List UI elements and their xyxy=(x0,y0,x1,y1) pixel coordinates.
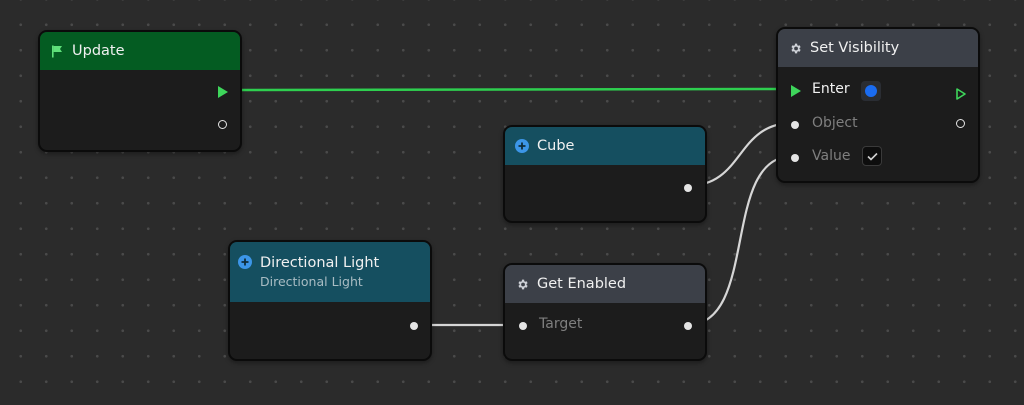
get-enabled-node[interactable]: Get Enabled Target xyxy=(503,263,707,361)
enter-color-swatch[interactable] xyxy=(861,81,881,101)
enter-flow-in-port[interactable] xyxy=(791,85,801,97)
set-visibility-data-out-port[interactable] xyxy=(956,119,965,128)
value-checkbox[interactable] xyxy=(862,146,882,166)
plus-circle-icon xyxy=(238,255,252,269)
set-visibility-flow-out-port[interactable] xyxy=(956,85,966,100)
update-node-title: Update xyxy=(72,43,125,59)
plus-circle-icon xyxy=(515,139,529,153)
target-input-label: Target xyxy=(539,316,583,332)
target-input-port[interactable] xyxy=(519,322,527,330)
directional-light-node-subtitle: Directional Light xyxy=(260,274,363,289)
update-node[interactable]: Update xyxy=(38,30,242,152)
directional-light-node[interactable]: Directional Light Directional Light xyxy=(228,240,432,361)
cube-node-header[interactable]: Cube xyxy=(505,127,705,165)
cube-node[interactable]: Cube xyxy=(503,125,707,223)
set-visibility-node[interactable]: Set Visibility Enter Object Value xyxy=(776,27,980,183)
update-data-out-port[interactable] xyxy=(218,120,227,129)
flow-wire-update-to-enter[interactable] xyxy=(236,87,791,92)
value-input-label: Value xyxy=(812,148,851,164)
directional-light-node-title: Directional Light xyxy=(260,255,380,271)
update-flow-out-port[interactable] xyxy=(218,86,228,98)
get-enabled-node-header[interactable]: Get Enabled xyxy=(505,265,705,303)
cube-node-title: Cube xyxy=(537,138,575,154)
update-node-header[interactable]: Update xyxy=(40,32,240,70)
set-visibility-node-title: Set Visibility xyxy=(810,40,900,56)
flag-icon xyxy=(50,44,64,58)
get-enabled-node-title: Get Enabled xyxy=(537,276,627,292)
directional-light-node-header[interactable]: Directional Light Directional Light xyxy=(230,242,430,302)
set-visibility-node-header[interactable]: Set Visibility xyxy=(778,29,978,67)
cube-output-port[interactable] xyxy=(684,184,692,192)
object-input-port[interactable] xyxy=(791,121,799,129)
value-input-port[interactable] xyxy=(791,154,799,162)
get-enabled-output-port[interactable] xyxy=(684,322,692,330)
object-input-label: Object xyxy=(812,115,858,131)
gear-icon xyxy=(788,41,802,55)
color-dot xyxy=(865,85,877,97)
enter-input-label: Enter xyxy=(812,81,850,97)
directional-light-output-port[interactable] xyxy=(410,322,418,330)
gear-icon xyxy=(515,277,529,291)
